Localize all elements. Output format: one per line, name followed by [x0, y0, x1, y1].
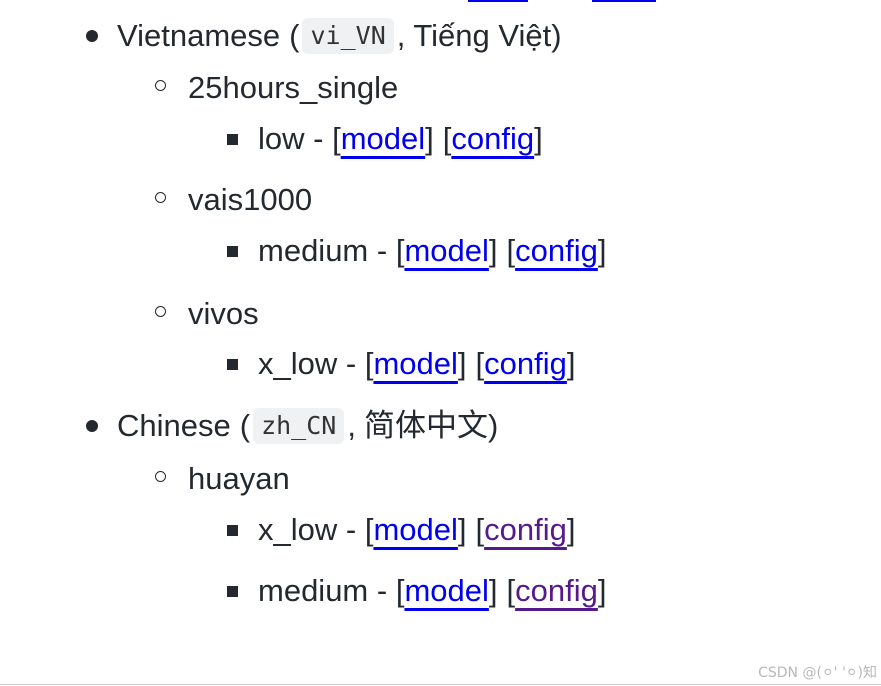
disc-bullet	[86, 420, 98, 432]
quality-label: x_low	[258, 512, 338, 547]
bracket: ]	[488, 233, 498, 268]
quality-label: medium	[258, 573, 369, 608]
dataset-name: huayan	[188, 461, 290, 496]
language-item-chinese: Chinese ( zh_CN , 简体中文 )	[117, 404, 498, 448]
circle-bullet	[155, 192, 166, 203]
dash: -	[337, 512, 365, 547]
square-bullet	[227, 586, 238, 597]
bracket: ]	[566, 512, 576, 547]
bracket: ]	[457, 512, 467, 547]
bracket: [	[364, 512, 374, 547]
dash: -	[337, 346, 365, 381]
config-link[interactable]: config	[484, 512, 567, 547]
circle-bullet	[155, 471, 166, 482]
cutoff-link-underline	[592, 0, 656, 2]
bracket: ]	[566, 346, 576, 381]
bracket: [	[475, 512, 485, 547]
dataset-name: vivos	[188, 296, 259, 331]
bracket: ]	[534, 121, 543, 156]
language-name: Vietnamese	[117, 18, 281, 53]
dash: -	[304, 121, 333, 156]
model-link[interactable]: model	[404, 233, 489, 268]
model-link[interactable]: model	[373, 346, 458, 381]
comma: ,	[396, 18, 406, 53]
model-link[interactable]: model	[404, 573, 489, 608]
bracket: [	[475, 346, 485, 381]
quality-item: medium - [ model ] [ config ]	[258, 229, 607, 273]
square-bullet	[227, 246, 238, 257]
square-bullet	[227, 134, 238, 145]
language-code: vi_VN	[302, 18, 394, 54]
disc-bullet	[86, 30, 98, 42]
quality-item: medium - [ model ] [ config ]	[258, 569, 607, 613]
square-bullet	[227, 359, 238, 370]
quality-label: medium	[258, 233, 369, 268]
dataset-name: vais1000	[188, 182, 313, 217]
bracket: [	[364, 346, 374, 381]
dataset-name: 25hours_single	[188, 70, 399, 105]
config-link[interactable]: config	[515, 573, 598, 608]
circle-bullet	[155, 306, 166, 317]
bracket: ]	[457, 346, 467, 381]
comma: ,	[347, 408, 356, 443]
bracket: ]	[425, 121, 434, 156]
language-name: Chinese	[117, 408, 231, 443]
bracket: [	[332, 121, 341, 156]
bracket: [	[442, 121, 452, 156]
quality-label: low	[258, 121, 305, 156]
dataset-item: huayan	[188, 457, 290, 501]
bracket: ]	[488, 573, 498, 608]
bracket: ]	[597, 573, 607, 608]
config-link[interactable]: config	[451, 121, 535, 156]
dash: -	[368, 573, 396, 608]
dataset-item: vivos	[188, 292, 259, 336]
language-code: zh_CN	[253, 408, 345, 444]
bottom-divider	[0, 684, 881, 685]
paren-close: )	[551, 18, 562, 53]
cutoff-link-underline	[468, 0, 528, 2]
paren-open: (	[289, 18, 300, 53]
config-link[interactable]: config	[515, 233, 598, 268]
square-bullet	[227, 525, 238, 536]
bracket: [	[395, 233, 405, 268]
language-item-vietnamese: Vietnamese ( vi_VN , Tiếng Việt )	[117, 14, 562, 58]
bracket: ]	[597, 233, 607, 268]
quality-item: low - [ model ] [ config ]	[258, 117, 543, 161]
bracket: [	[395, 573, 405, 608]
circle-bullet	[155, 80, 166, 91]
quality-item: x_low - [ model ] [ config ]	[258, 342, 576, 386]
top-cutoff-links	[0, 0, 881, 4]
dataset-item: 25hours_single	[188, 66, 398, 110]
paren-close: )	[487, 408, 499, 443]
dash: -	[368, 233, 396, 268]
paren-open: (	[239, 408, 251, 443]
quality-label: x_low	[258, 346, 338, 381]
language-native-name: Tiếng Việt	[413, 18, 552, 53]
dataset-item: vais1000	[188, 178, 312, 222]
bracket: [	[506, 573, 516, 608]
watermark: CSDN @(⚪' '⚪)知	[758, 665, 877, 681]
config-link[interactable]: config	[484, 346, 567, 381]
model-link[interactable]: model	[340, 121, 426, 156]
model-link[interactable]: model	[373, 512, 458, 547]
quality-item: x_low - [ model ] [ config ]	[258, 508, 576, 552]
language-native-name: 简体中文	[363, 408, 488, 444]
bracket: [	[506, 233, 516, 268]
